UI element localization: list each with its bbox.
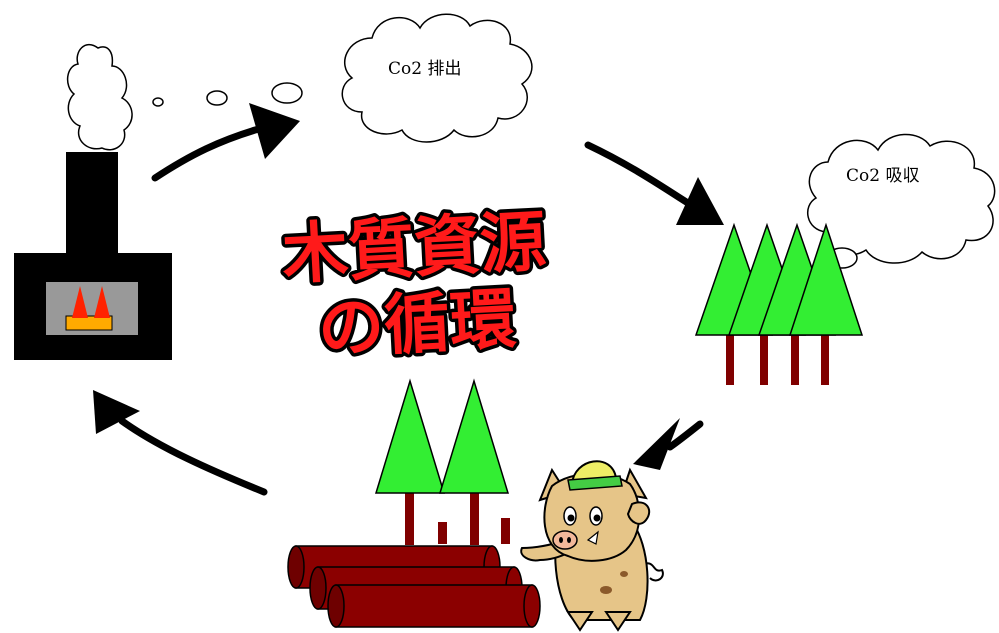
- trunk: [405, 490, 414, 545]
- title-line-1: 木質資源: [280, 203, 548, 294]
- arrowheads: [93, 103, 724, 470]
- cycle-arrows: [118, 124, 704, 496]
- emission-label: Co2 排出: [388, 59, 461, 79]
- cloud-icon: [806, 133, 996, 264]
- bubble-small: [152, 97, 164, 107]
- smoke-icon: [66, 43, 133, 151]
- cycle-arrow-icon: [584, 141, 698, 211]
- trunk: [470, 490, 479, 545]
- cycle-arrow-icon: [666, 420, 704, 451]
- cycle-arrow-icon: [118, 417, 268, 496]
- ember-bed: [65, 315, 113, 331]
- trunk: [791, 330, 799, 385]
- trunk: [821, 330, 829, 385]
- tree-icon: [788, 222, 864, 336]
- young-trees: [374, 378, 510, 545]
- emission-cloud: Co2 排出: [341, 13, 533, 143]
- cycle-arrow-icon: [249, 103, 300, 159]
- sapling-stump: [501, 518, 510, 544]
- absorption-label: Co2 吸収: [846, 166, 919, 186]
- trunk: [760, 330, 768, 385]
- log: [327, 584, 541, 628]
- sapling-stump: [438, 522, 447, 544]
- title-line-2: の循環: [316, 281, 518, 368]
- cycle-arrow-icon: [151, 124, 266, 182]
- chimney: [66, 152, 118, 257]
- boar-mascot-icon: [520, 460, 664, 632]
- fire-icon: [94, 286, 110, 318]
- absorption-cloud: Co2 吸収: [806, 133, 996, 264]
- bubble-large: [271, 82, 303, 104]
- cycle-arrow-icon: [633, 418, 680, 470]
- fire-icon: [72, 286, 88, 318]
- cycle-arrow-icon: [93, 390, 140, 434]
- trunk: [726, 330, 734, 385]
- tree-icon: [374, 378, 446, 494]
- diagram-title: 木質資源 の循環: [277, 199, 552, 371]
- log-pile-icon: [287, 545, 541, 628]
- cycle-arrow-icon: [676, 177, 724, 225]
- forest-icon: [694, 222, 864, 385]
- furnace-group: [14, 43, 172, 360]
- bubble-medium: [206, 90, 228, 106]
- cloud-icon: [341, 13, 533, 143]
- tree-icon: [438, 378, 510, 494]
